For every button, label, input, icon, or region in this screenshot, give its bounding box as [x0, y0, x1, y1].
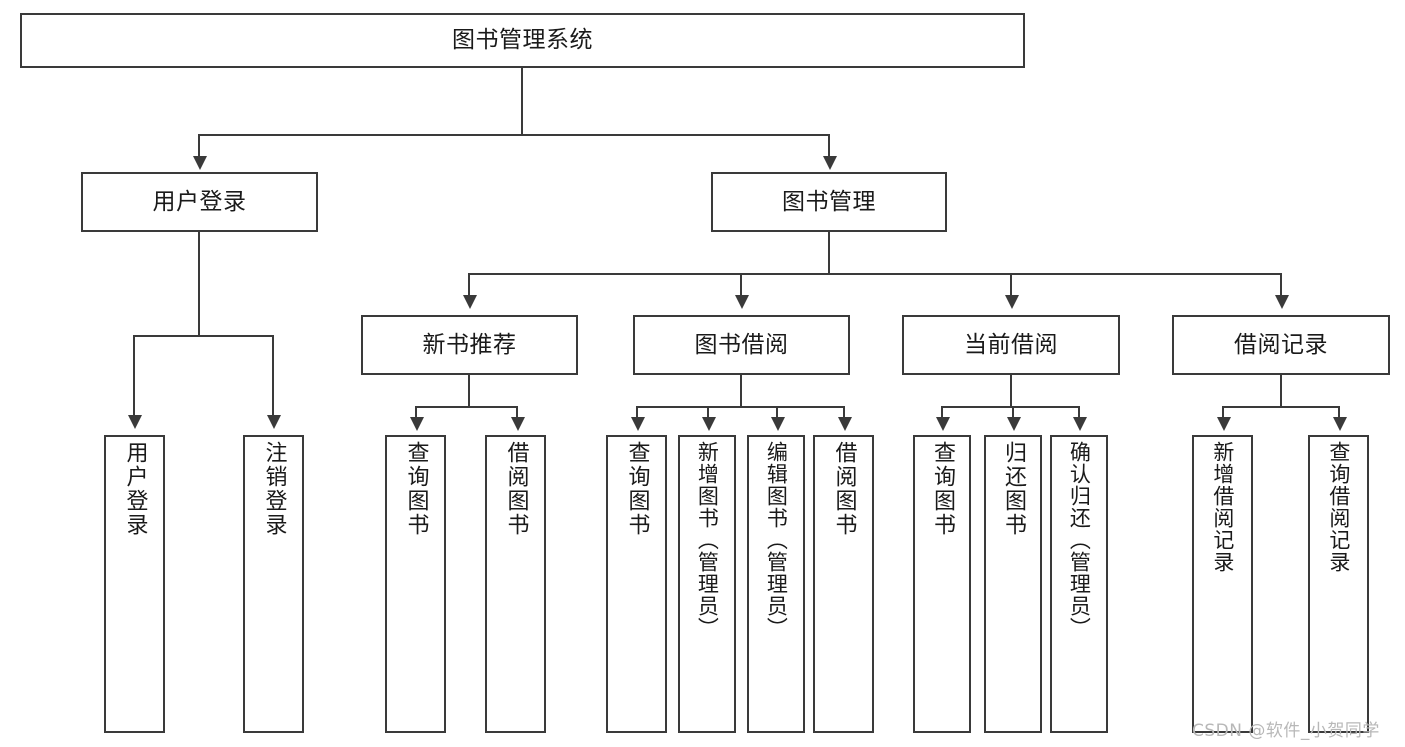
connector-to-current-borrow	[1010, 273, 1012, 297]
leaf-cb-query-book-label: 查询图书	[929, 441, 955, 537]
leaf-bb-borrow-book-label: 借阅图书	[831, 441, 857, 537]
connector-borrow-record-stem	[1280, 375, 1282, 406]
arrowhead-book-mgmt	[823, 156, 837, 170]
leaf-br-add-record-label: 新增借阅记录	[1210, 441, 1235, 573]
connector-to-new-book-rec	[468, 273, 470, 297]
leaf-bb-edit-book-admin[interactable]: 编辑图书（管理员）	[747, 435, 805, 733]
connector-bb-leaf3	[776, 406, 778, 418]
leaf-cb-return-book[interactable]: 归还图书	[984, 435, 1042, 733]
leaf-br-query-record-label: 查询借阅记录	[1326, 441, 1351, 573]
connector-user-login-leaf1	[133, 335, 135, 417]
leaf-bb-query-book[interactable]: 查询图书	[606, 435, 667, 733]
arrowhead-leaf-user-login	[128, 415, 142, 429]
leaf-nbr-borrow-book[interactable]: 借阅图书	[485, 435, 546, 733]
leaf-bb-add-book-admin-label: 新增图书（管理员）	[695, 441, 720, 639]
leaf-nbr-query-book-label: 查询图书	[403, 441, 429, 537]
connector-new-book-rec-stem	[468, 375, 470, 406]
leaf-nbr-query-book[interactable]: 查询图书	[385, 435, 446, 733]
connector-borrow-record-bus	[1223, 406, 1339, 408]
connector-cb-leaf2	[1012, 406, 1014, 418]
connector-user-login-bus	[134, 335, 273, 337]
connector-book-borrow-bus	[637, 406, 844, 408]
connector-nbr-leaf1	[415, 406, 417, 418]
arrowhead-current-borrow	[1005, 295, 1019, 309]
connector-nbr-leaf2	[516, 406, 518, 418]
connector-root-bus	[199, 134, 829, 136]
leaf-user-login-label: 用户登录	[122, 441, 148, 537]
arrowhead-new-book-rec	[463, 295, 477, 309]
leaf-bb-edit-book-admin-label: 编辑图书（管理员）	[764, 441, 789, 639]
connector-br-leaf2	[1338, 406, 1340, 418]
connector-root-to-user-login	[198, 134, 200, 158]
arrowhead-cb-query-book	[936, 417, 950, 431]
arrowhead-br-add-record	[1217, 417, 1231, 431]
node-current-borrow[interactable]: 当前借阅	[902, 315, 1120, 375]
node-borrow-record-label: 借阅记录	[1234, 331, 1328, 358]
node-borrow-record[interactable]: 借阅记录	[1172, 315, 1390, 375]
node-root-label: 图书管理系统	[452, 27, 593, 54]
connector-book-mgmt-bus	[469, 273, 1281, 275]
arrowhead-cb-return-book	[1007, 417, 1021, 431]
arrowhead-user-login	[193, 156, 207, 170]
connector-root-to-book-mgmt	[828, 134, 830, 158]
node-new-book-recommend-label: 新书推荐	[422, 331, 517, 358]
node-new-book-recommend[interactable]: 新书推荐	[361, 315, 578, 375]
leaf-bb-query-book-label: 查询图书	[624, 441, 650, 537]
node-book-management-label: 图书管理	[782, 188, 876, 215]
leaf-cb-confirm-return-admin[interactable]: 确认归还（管理员）	[1050, 435, 1108, 733]
leaf-logout-label: 注销登录	[261, 441, 287, 537]
leaf-cb-return-book-label: 归还图书	[1000, 441, 1026, 537]
connector-bb-leaf2	[707, 406, 709, 418]
leaf-user-login[interactable]: 用户登录	[104, 435, 165, 733]
node-book-borrow-label: 图书借阅	[694, 331, 789, 358]
connector-to-book-borrow	[740, 273, 742, 297]
connector-book-mgmt-stem	[828, 232, 830, 273]
leaf-bb-borrow-book[interactable]: 借阅图书	[813, 435, 874, 733]
connector-current-borrow-stem	[1010, 375, 1012, 406]
leaf-bb-add-book-admin[interactable]: 新增图书（管理员）	[678, 435, 736, 733]
arrowhead-cb-confirm-return	[1073, 417, 1087, 431]
node-current-borrow-label: 当前借阅	[964, 331, 1058, 358]
arrowhead-bb-edit-book	[771, 417, 785, 431]
connector-bb-leaf4	[843, 406, 845, 418]
connector-cb-leaf1	[941, 406, 943, 418]
leaf-br-query-record[interactable]: 查询借阅记录	[1308, 435, 1369, 733]
leaf-cb-confirm-return-admin-label: 确认归还（管理员）	[1067, 441, 1092, 639]
connector-book-borrow-stem	[740, 375, 742, 406]
connector-br-leaf1	[1222, 406, 1224, 418]
leaf-br-add-record[interactable]: 新增借阅记录	[1192, 435, 1253, 733]
node-book-management[interactable]: 图书管理	[711, 172, 947, 232]
node-root-system[interactable]: 图书管理系统	[20, 13, 1025, 68]
connector-user-login-stem	[198, 232, 200, 335]
node-book-borrow[interactable]: 图书借阅	[633, 315, 850, 375]
connector-new-book-rec-bus	[416, 406, 517, 408]
node-user-login[interactable]: 用户登录	[81, 172, 318, 232]
leaf-logout[interactable]: 注销登录	[243, 435, 304, 733]
connector-cb-leaf3	[1078, 406, 1080, 418]
leaf-nbr-borrow-book-label: 借阅图书	[503, 441, 529, 537]
node-user-login-label: 用户登录	[152, 188, 247, 215]
arrowhead-bb-add-book	[702, 417, 716, 431]
arrowhead-leaf-logout	[267, 415, 281, 429]
connector-to-borrow-record	[1280, 273, 1282, 297]
arrowhead-nbr-borrow-book	[511, 417, 525, 431]
arrowhead-nbr-query-book	[410, 417, 424, 431]
leaf-cb-query-book[interactable]: 查询图书	[913, 435, 971, 733]
connector-user-login-leaf2	[272, 335, 274, 417]
arrowhead-bb-query-book	[631, 417, 645, 431]
connector-current-borrow-bus	[942, 406, 1079, 408]
csdn-watermark: CSDN @软件_小贺同学	[1192, 721, 1380, 741]
connector-root-stem	[521, 68, 523, 134]
arrowhead-borrow-record	[1275, 295, 1289, 309]
arrowhead-br-query-record	[1333, 417, 1347, 431]
connector-bb-leaf1	[636, 406, 638, 418]
arrowhead-book-borrow	[735, 295, 749, 309]
arrowhead-bb-borrow-book	[838, 417, 852, 431]
